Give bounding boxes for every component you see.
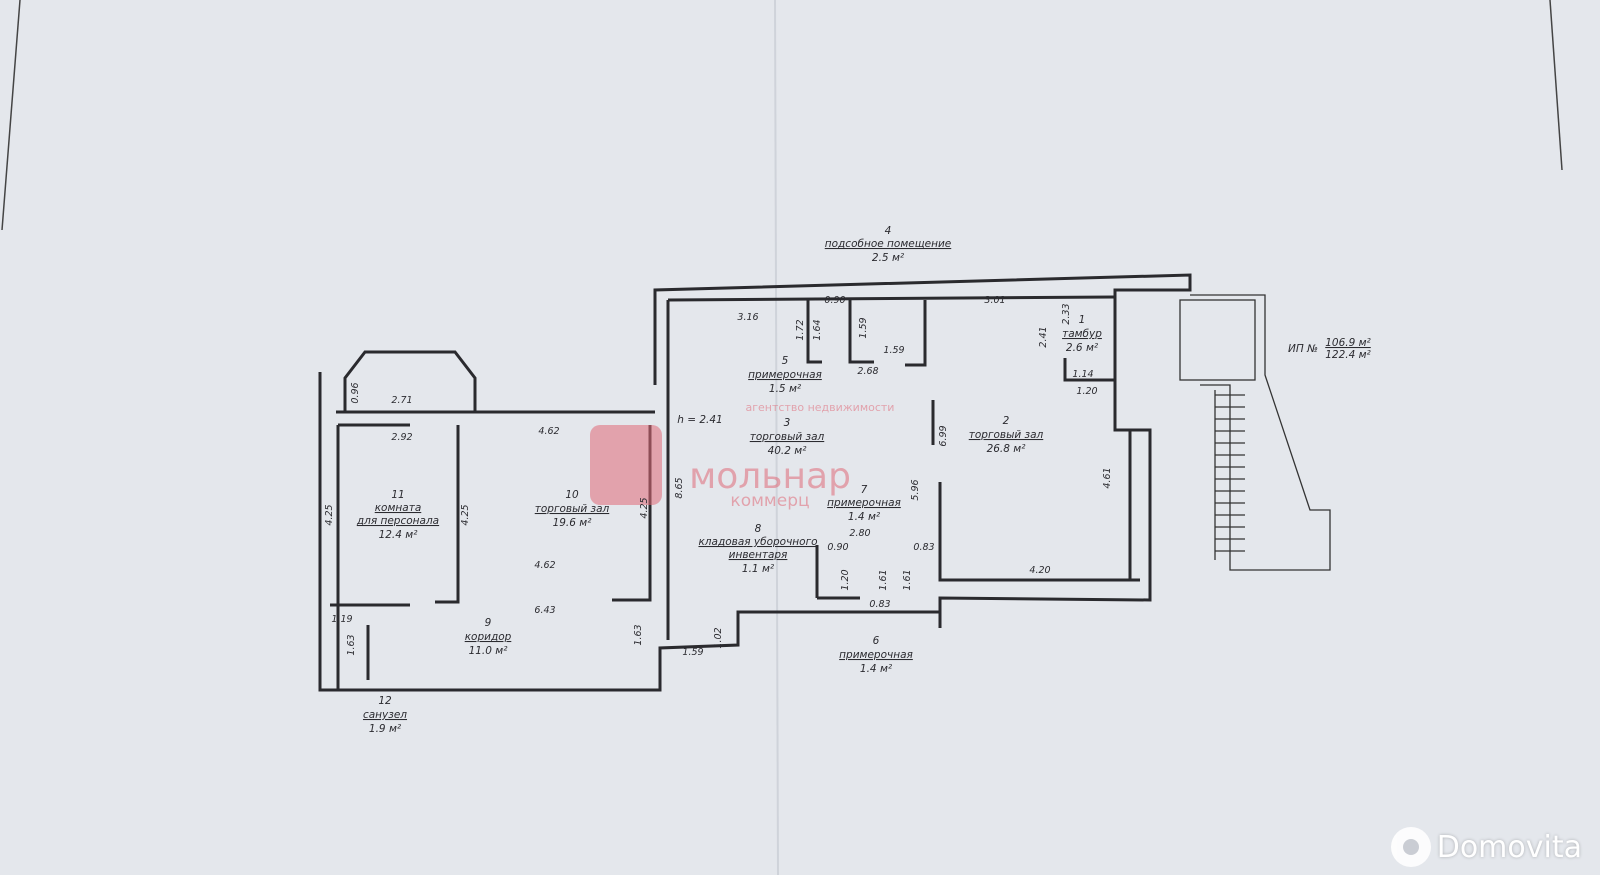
- dimension-label: 0.83: [913, 542, 934, 553]
- dimension-label: 2.80: [849, 528, 870, 539]
- sheet-border-right: [1549, 0, 1563, 171]
- dimension-label: 1.63: [633, 624, 644, 645]
- room-8-name: кладовая уборочного: [698, 536, 817, 548]
- dimensions: 3.16 1.72 1.64 0.90 1.59 1.59 2.68 3.01 2.33 2.41…: [324, 295, 1113, 658]
- dimension-label: 6.43: [534, 605, 555, 616]
- dimension-label: 4.61: [1102, 467, 1113, 488]
- watermark-tagline: агентство недвижимости: [746, 401, 895, 414]
- room-8-number: 8: [755, 523, 762, 535]
- room-5-area: 1.5 м²: [769, 383, 802, 395]
- watermark: агентство недвижимости мольнар коммерц: [590, 401, 894, 511]
- room-1-number: 1: [1079, 314, 1086, 326]
- dimension-label: 1.63: [346, 634, 357, 655]
- dimension-label: 1.20: [1076, 386, 1097, 397]
- dimension-label: 1.72: [795, 319, 806, 340]
- dimension-label: 1.61: [878, 569, 889, 590]
- room-3-number: 3: [784, 417, 791, 429]
- room-4-name: подсобное помещение: [825, 238, 951, 250]
- room-11-name: комната: [375, 502, 422, 514]
- room-11-name-2: для персонала: [356, 515, 439, 527]
- room-8-area: 1.1 м²: [742, 563, 775, 575]
- room-11-number: 11: [391, 489, 404, 501]
- dimension-label: 4.25: [324, 504, 335, 525]
- dimension-label: 3.16: [737, 312, 758, 323]
- room-6-number: 6: [873, 635, 880, 647]
- dimension-label: 5.96: [910, 479, 921, 500]
- room-2-name: торговый зал: [969, 429, 1044, 441]
- dimension-label: 4.62: [534, 560, 555, 571]
- dimension-label: 2.68: [857, 366, 878, 377]
- sheet-border: [1, 0, 21, 231]
- room-labels: 1 тамбур 2.6 м² 2 торговый зал 26.8 м² 3…: [356, 225, 1372, 735]
- dimension-label: 3.01: [984, 295, 1005, 306]
- dimension-label: 1.61: [902, 569, 913, 590]
- room-4-number: 4: [885, 225, 892, 237]
- room-12-number: 12: [378, 695, 392, 707]
- dimension-label: 0.83: [869, 599, 890, 610]
- dimension-label: 1.14: [1072, 369, 1093, 380]
- dimension-label: 0.96: [350, 382, 361, 403]
- room-6-name: примерочная: [839, 649, 913, 661]
- dimension-label: 2.71: [391, 395, 412, 406]
- ceiling-height: h = 2.41: [677, 414, 723, 426]
- room-10-area: 19.6 м²: [553, 517, 593, 529]
- room-3-area: 40.2 м²: [768, 445, 808, 457]
- dimension-label: 1.02: [713, 627, 724, 648]
- room-2-area: 26.8 м²: [987, 443, 1027, 455]
- total-area-1: 106.9 м²: [1325, 337, 1371, 349]
- dimension-label: 1.59: [858, 317, 869, 338]
- watermark-brand: мольнар: [689, 456, 851, 497]
- room-7-area: 1.4 м²: [848, 511, 881, 523]
- watermark-subtitle: коммерц: [730, 491, 809, 511]
- dimension-label: 1.59: [682, 647, 703, 658]
- room-10-name: торговый зал: [535, 503, 610, 515]
- room-10-number: 10: [565, 489, 579, 501]
- domovita-logo-icon: [1390, 827, 1431, 867]
- room-1-name: тамбур: [1062, 328, 1102, 340]
- dimension-label: 0.90: [824, 295, 845, 306]
- room-7-number: 7: [861, 484, 868, 496]
- totals-prefix: ИП №: [1288, 343, 1318, 355]
- room-5-name: примерочная: [748, 369, 822, 381]
- room-5-number: 5: [782, 355, 789, 367]
- room-9-number: 9: [485, 617, 492, 629]
- room-8-name-2: инвентаря: [729, 549, 788, 561]
- room-12-name: санузел: [363, 709, 407, 721]
- dimension-label: 1.19: [331, 614, 352, 625]
- room-6-area: 1.4 м²: [860, 663, 893, 675]
- room-12-area: 1.9 м²: [369, 723, 402, 735]
- total-area-2: 122.4 м²: [1325, 349, 1371, 361]
- dimension-label: 4.62: [538, 426, 559, 437]
- dimension-label: 6.99: [938, 425, 949, 446]
- domovita-logo: Domovita: [1390, 827, 1582, 867]
- room-9-name: коридор: [465, 631, 512, 643]
- dimension-label: 4.25: [639, 497, 650, 518]
- room-9-area: 11.0 м²: [469, 645, 509, 657]
- dimension-label: 2.41: [1038, 326, 1049, 347]
- room-2-number: 2: [1003, 415, 1010, 427]
- walls: [318, 273, 1192, 692]
- dimension-label: 1.64: [812, 319, 823, 340]
- dimension-label: 1.20: [840, 569, 851, 590]
- domovita-logo-text: Domovita: [1436, 829, 1582, 865]
- room-7-name: примерочная: [827, 497, 901, 509]
- room-3-name: торговый зал: [750, 431, 825, 443]
- room-1-area: 2.6 м²: [1066, 342, 1099, 354]
- dimension-label: 2.33: [1061, 303, 1072, 324]
- dimension-label: 1.59: [883, 345, 904, 356]
- room-11-area: 12.4 м²: [379, 529, 419, 541]
- dimension-label: 0.90: [827, 542, 848, 553]
- dimension-label: 4.25: [460, 504, 471, 525]
- stairs: [1179, 294, 1331, 571]
- dimension-label: 8.65: [674, 477, 685, 498]
- dimension-label: 4.20: [1029, 565, 1050, 576]
- watermark-logo-icon: [590, 425, 662, 505]
- room-4-area: 2.5 м²: [872, 252, 905, 264]
- paper-fold: [774, 0, 779, 875]
- dimension-label: 2.92: [391, 432, 412, 443]
